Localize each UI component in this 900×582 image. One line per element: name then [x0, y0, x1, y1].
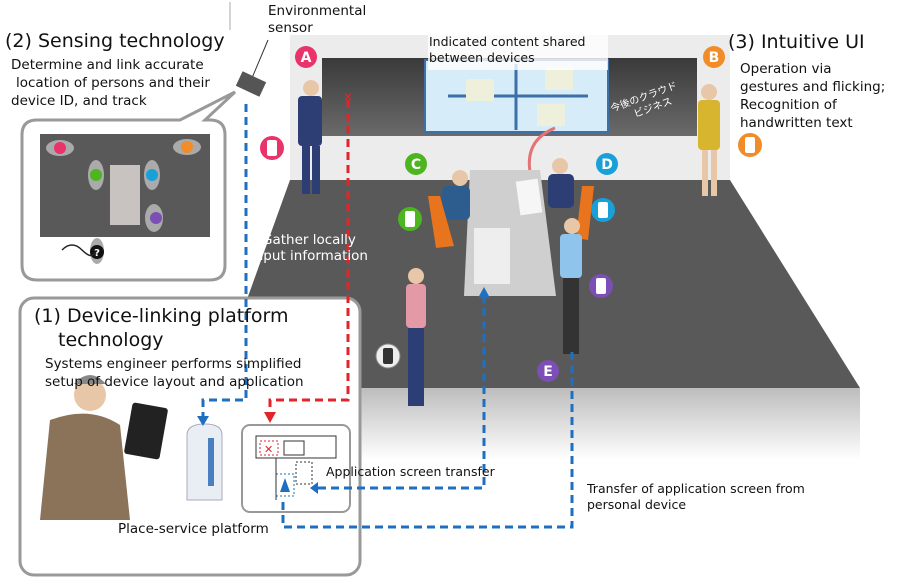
device-bubbles [260, 133, 762, 369]
phone-icon-unknown [375, 343, 401, 369]
arrowhead-icon [310, 482, 318, 494]
sensing-title: (2) Sensing technology [5, 30, 225, 52]
x-mark-icon: ✕ [343, 90, 353, 104]
intuitive-ui-title: (3) Intuitive UI [728, 31, 865, 53]
data-flow-lines [201, 100, 574, 529]
shared-content-label-bg [428, 34, 608, 70]
svg-text:E: E [543, 364, 553, 380]
phone-icon-a [260, 136, 284, 160]
arrowhead-icon [264, 412, 276, 423]
personal-device-transfer-line [281, 350, 574, 529]
place-service-server-icon [186, 423, 223, 501]
sticky-note [545, 68, 573, 90]
app-screen-transfer-line [318, 296, 486, 490]
person-walking [406, 268, 426, 406]
svg-text:B: B [709, 50, 720, 66]
phone-icon-d [591, 198, 615, 222]
svg-text:?: ? [94, 248, 100, 259]
arrowhead-icon [197, 416, 209, 426]
sensor-to-platform-line [201, 104, 248, 418]
tablet-on-table [474, 228, 510, 284]
tablet-on-table [515, 178, 543, 216]
arrowhead-icon [478, 287, 490, 298]
phone-icon-c [398, 207, 422, 231]
svg-text:A: A [301, 50, 312, 66]
person-b [698, 84, 720, 196]
marker-b: B [703, 46, 725, 68]
svg-text:C: C [411, 157, 421, 173]
person-e [560, 218, 582, 354]
person-c [428, 170, 470, 248]
sensing-map-bubble: ? [20, 90, 237, 282]
place-service-platform-label: Place-service platform [118, 521, 269, 537]
person-d [548, 158, 594, 240]
person-a [298, 80, 322, 194]
flick-arrow [527, 126, 556, 173]
environmental-sensor-camera-icon [235, 39, 269, 97]
engineer-with-tablet [40, 375, 168, 520]
marker-e: E [537, 360, 559, 382]
phone-icon-b [738, 133, 762, 157]
marker-d: D [596, 153, 618, 175]
remove-x-icon: ✕ [264, 443, 273, 456]
sticky-note [466, 79, 494, 101]
marker-c: C [405, 153, 427, 175]
app-screen-transfer-label: Application screen transfer [326, 464, 496, 479]
svg-text:D: D [601, 157, 613, 173]
marker-a: A [295, 46, 317, 68]
floor-edge [215, 388, 860, 460]
application-layout-panel: ✕ [241, 424, 351, 513]
room-scene: 今後のクラウド ビジネス [215, 34, 860, 460]
gather-input-line [268, 100, 350, 414]
sticky-note [537, 104, 565, 126]
person-markers: A B C D E [295, 46, 725, 382]
phone-icon-e [589, 274, 613, 298]
